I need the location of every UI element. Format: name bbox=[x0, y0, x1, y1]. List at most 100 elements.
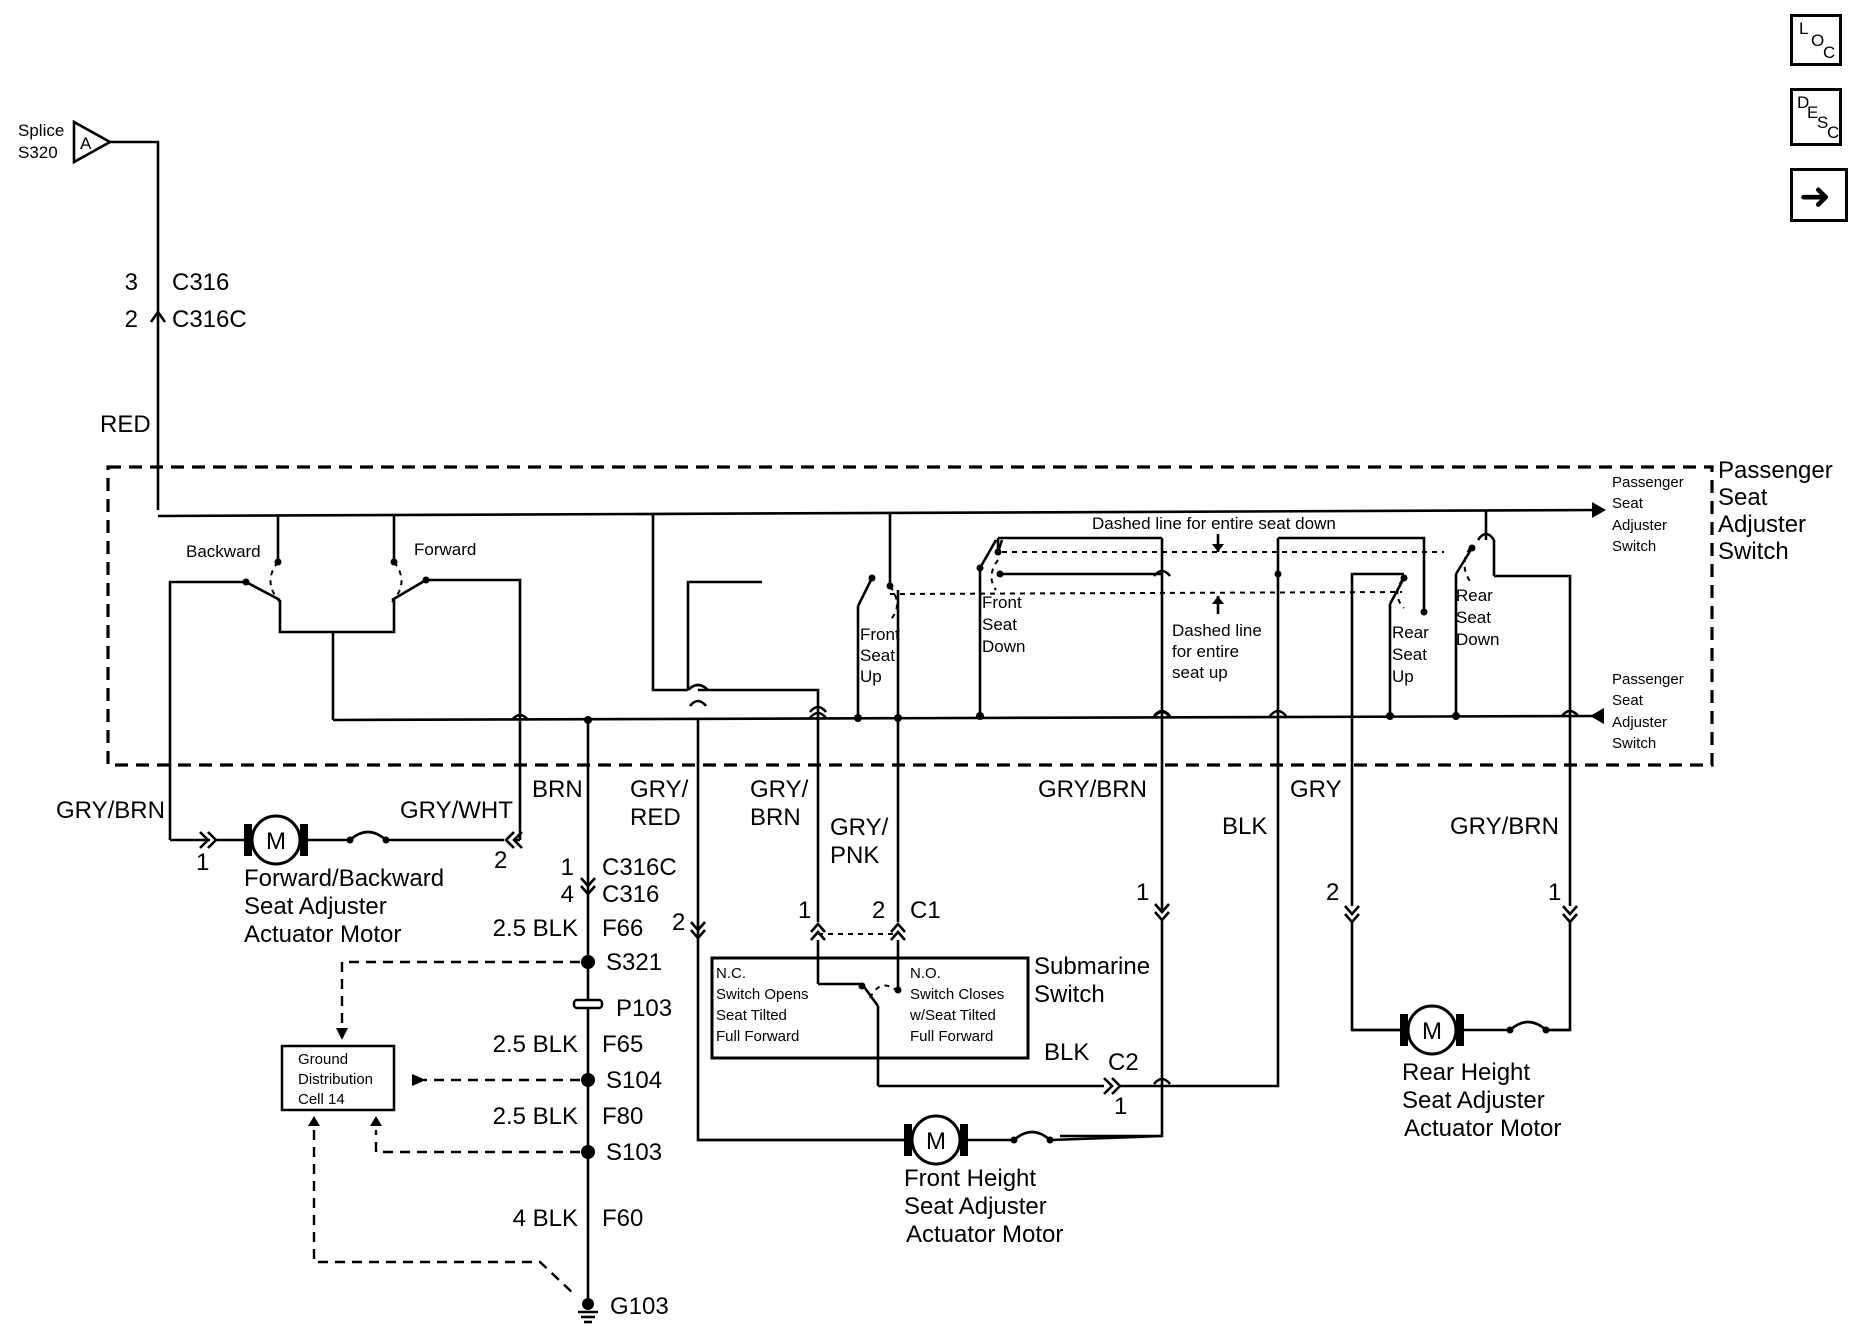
rear-motor-1: Rear Height bbox=[1402, 1059, 1530, 1086]
f60-gauge: 4 BLK bbox=[513, 1205, 578, 1232]
brn-label: BRN bbox=[532, 776, 583, 803]
submarine-switch: N.C. Switch Opens Seat Tilted Full Forwa… bbox=[710, 940, 1170, 1120]
gry-brn-front-label: GRY/BRN bbox=[1038, 776, 1147, 803]
rear-motor-symbol: M bbox=[1422, 1018, 1442, 1045]
rear-pin1: 1 bbox=[1548, 879, 1561, 906]
front-seat-down-3: Down bbox=[982, 637, 1025, 656]
f60-label: F60 bbox=[602, 1205, 643, 1232]
bus-crossovers bbox=[510, 709, 1580, 721]
fwd-back-motor-3: Actuator Motor bbox=[244, 921, 401, 948]
desc-letter-d: D bbox=[1797, 93, 1810, 112]
f66-label: F66 bbox=[602, 915, 643, 942]
motor-symbol: M bbox=[266, 828, 286, 855]
rear-motor-2: Seat Adjuster bbox=[1402, 1087, 1545, 1114]
front-seat-up-switch: Front Seat Up GRY/ PNK 2 C1 bbox=[818, 514, 941, 941]
desc-letter-s: S bbox=[1817, 113, 1829, 132]
no-line4: Full Forward bbox=[910, 1028, 993, 1045]
forward-label: Forward bbox=[414, 540, 476, 559]
next-button[interactable]: ➜ bbox=[1790, 168, 1848, 222]
front-motor-1: Front Height bbox=[904, 1165, 1036, 1192]
bottom-bus bbox=[332, 714, 1597, 722]
switch-title-line1: Passenger bbox=[1718, 457, 1833, 484]
c2-pin: 1 bbox=[1114, 1093, 1127, 1120]
rear-height-motor: M Rear Height Seat Adjuster Actuator Mot… bbox=[1352, 1004, 1570, 1142]
backward-forward-switch: Backward Forward bbox=[168, 516, 522, 840]
top-label-3: Adjuster bbox=[1612, 517, 1667, 534]
s104-label: S104 bbox=[606, 1067, 662, 1094]
s104-splice bbox=[581, 1073, 595, 1087]
front-motor-pin2: 2 bbox=[672, 909, 685, 936]
front-motor-2: Seat Adjuster bbox=[904, 1193, 1047, 1220]
c316c-pin: 2 bbox=[125, 306, 138, 333]
top-bus-label: Passenger Seat Adjuster Switch bbox=[1612, 474, 1684, 555]
gry-label: GRY bbox=[1290, 776, 1342, 803]
gry-brn-mid-wire: GRY/ BRN 1 bbox=[698, 688, 828, 941]
passenger-seat-adjuster-switch-box bbox=[106, 465, 1714, 767]
gry-red-label-2: RED bbox=[630, 804, 681, 831]
rear-motor-icon bbox=[1406, 1004, 1458, 1056]
lower-c316-label: C316 bbox=[602, 881, 659, 908]
lower-c316c-pin: 1 bbox=[561, 854, 574, 881]
switch-title-line4: Switch bbox=[1718, 538, 1789, 565]
g103-label: G103 bbox=[610, 1293, 669, 1320]
splice-flag-icon bbox=[72, 119, 113, 165]
c316-label: C316 bbox=[172, 269, 229, 296]
bottom-label-3: Adjuster bbox=[1612, 714, 1667, 731]
no-line1: N.O. bbox=[910, 965, 941, 982]
front-seat-down-2: Seat bbox=[982, 615, 1017, 634]
front-seat-up-2: Seat bbox=[860, 646, 895, 665]
red-wire bbox=[110, 140, 160, 510]
bottom-label-1: Passenger bbox=[1612, 671, 1684, 688]
no-line2: Switch Closes bbox=[910, 986, 1004, 1003]
ground-chain: 1 C316C 4 C316 2.5 BLK F66 S321 P103 2.5… bbox=[493, 854, 677, 1324]
dashed-up-link bbox=[889, 591, 1403, 595]
cell-line1: Ground bbox=[298, 1051, 348, 1068]
rear-seat-up-3: Up bbox=[1392, 667, 1414, 686]
ground-distribution-cell: Ground Distribution Cell 14 bbox=[280, 960, 580, 1297]
c316-connector-icon bbox=[149, 309, 167, 323]
dashed-down-label: Dashed line for entire seat down bbox=[1092, 514, 1336, 533]
splice-id: S320 bbox=[18, 143, 58, 162]
c316-pin: 3 bbox=[125, 269, 138, 296]
gry-brn-mid-label-1: GRY/ bbox=[750, 776, 809, 803]
rear-pin2: 2 bbox=[1326, 879, 1339, 906]
rear-seat-down-1: Rear bbox=[1456, 586, 1493, 605]
nc-line4: Full Forward bbox=[716, 1028, 799, 1045]
cell-line2: Distribution bbox=[298, 1071, 373, 1088]
fwd-pin1: 1 bbox=[196, 849, 209, 876]
lower-c316c-label: C316C bbox=[602, 854, 677, 881]
s103-splice bbox=[581, 1145, 595, 1159]
arrow-right-icon: ➜ bbox=[1799, 174, 1831, 218]
blk-c2-label: BLK bbox=[1044, 1039, 1089, 1066]
loc-letter-c: C bbox=[1823, 43, 1836, 62]
nc-line1: N.C. bbox=[716, 965, 746, 982]
desc-letter-c: C bbox=[1827, 123, 1840, 142]
red-wire-label: RED bbox=[100, 411, 151, 438]
c1-pin1: 1 bbox=[798, 897, 811, 924]
gry-pnk-label-2: PNK bbox=[830, 842, 879, 869]
front-seat-up-3: Up bbox=[860, 667, 882, 686]
bottom-bus-arrow-icon bbox=[1590, 708, 1604, 724]
bottom-label-2: Seat bbox=[1612, 692, 1644, 709]
rear-motor-3: Actuator Motor bbox=[1404, 1115, 1561, 1142]
desc-letter-e: E bbox=[1807, 103, 1819, 122]
dashed-up-label-2: for entire bbox=[1172, 642, 1239, 661]
splice-s320: Splice S320 A bbox=[18, 119, 113, 165]
p103-block bbox=[572, 998, 604, 1010]
fwd-pin2: 2 bbox=[494, 847, 507, 874]
s321-label: S321 bbox=[606, 949, 662, 976]
front-seat-down-1: Front bbox=[982, 593, 1022, 612]
f65-gauge: 2.5 BLK bbox=[493, 1031, 578, 1058]
top-label-1: Passenger bbox=[1612, 474, 1684, 491]
c316c-label: C316C bbox=[172, 306, 247, 333]
dashed-up-label-1: Dashed line bbox=[1172, 621, 1262, 640]
loc-button[interactable]: L O C bbox=[1790, 14, 1842, 66]
rear-seat-up-switch: Rear Seat Up GRY 2 bbox=[1290, 572, 1429, 1032]
c2-label: C2 bbox=[1108, 1049, 1139, 1076]
loc-letter-l: L bbox=[1799, 19, 1809, 38]
bottom-label-4: Switch bbox=[1612, 735, 1656, 752]
f80-label: F80 bbox=[602, 1103, 643, 1130]
front-motor-icon bbox=[910, 1114, 962, 1166]
desc-button[interactable]: D E S C bbox=[1790, 88, 1842, 146]
